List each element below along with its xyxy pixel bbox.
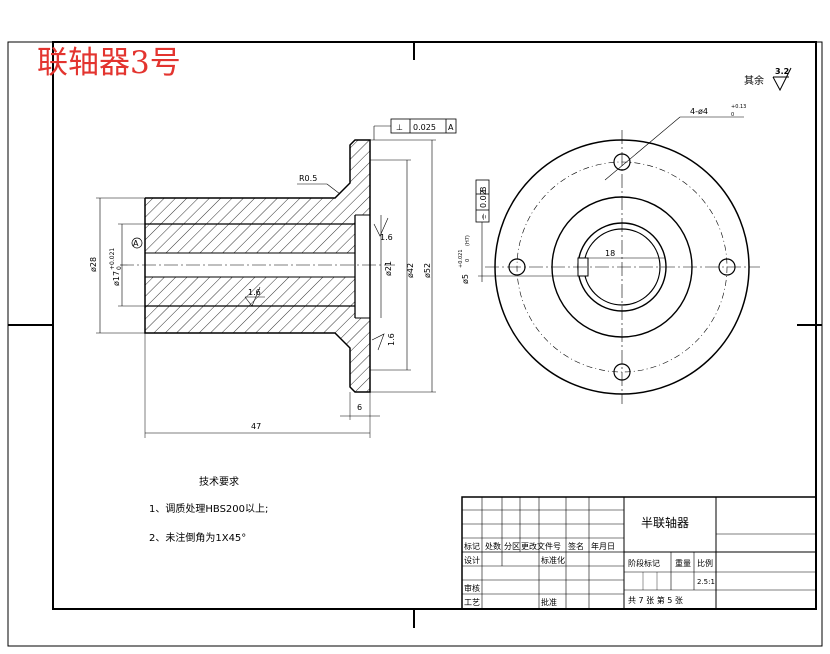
- dim-flange-width: 6: [357, 403, 362, 412]
- title-block-text: 半联轴器 标记 处数 分区 更改文件号 签名 年月日 设计 标准化 审核 工艺 …: [464, 515, 715, 607]
- svg-text:阶段标记: 阶段标记: [628, 558, 660, 568]
- datum-a-label: A: [133, 239, 139, 248]
- holes-label: 4-ø4: [690, 107, 708, 116]
- roughness-1: 1.6: [380, 233, 393, 242]
- svg-text:批准: 批准: [541, 597, 557, 607]
- svg-text:重量: 重量: [675, 558, 691, 568]
- symmetry-frame: B 0.02 ⌯: [475, 179, 490, 258]
- holes-tol-low: 0: [731, 112, 734, 118]
- dim-center: ø21: [384, 261, 393, 276]
- surface-note: 其余 3.2: [744, 67, 792, 92]
- svg-text:设计: 设计: [464, 555, 480, 565]
- svg-text:2.5:1: 2.5:1: [697, 578, 715, 586]
- dim-total-length: 47: [251, 422, 261, 431]
- dim-outer-left: ø28: [89, 257, 98, 272]
- hole-fit: ø5: [461, 274, 470, 284]
- dim-bore: ø17: [112, 271, 121, 286]
- svg-text:比例: 比例: [697, 558, 713, 568]
- svg-text:标准化: 标准化: [541, 555, 565, 565]
- dim-bore-tol-low: 0: [116, 266, 123, 270]
- tech-requirements: 技术要求 1、调质处理HBS200以上; 2、未注倒角为1X45°: [149, 475, 268, 544]
- svg-text:0.02: 0.02: [479, 190, 488, 208]
- roughness-2: 1.6: [248, 288, 261, 297]
- holes-tol-up: +0.13: [731, 104, 746, 110]
- part-name: 半联轴器: [641, 515, 689, 530]
- perpendicularity-frame: ⊥ 0.025 A: [373, 118, 457, 140]
- svg-text:⌯: ⌯: [479, 213, 488, 220]
- svg-text:标记: 标记: [464, 541, 480, 551]
- svg-text:审核: 审核: [464, 583, 480, 593]
- tech-item-2: 2、未注倒角为1X45°: [149, 531, 246, 544]
- svg-text:工艺: 工艺: [464, 598, 480, 607]
- fit-code: (H7): [465, 235, 471, 246]
- svg-text:0.025: 0.025: [413, 123, 436, 132]
- svg-text:分区: 分区: [504, 542, 520, 551]
- front-view: 4-ø4 +0.13 0 18 B 0.02 ⌯ ø5 +0.021 0 (H7…: [458, 104, 760, 404]
- svg-text:年月日: 年月日: [591, 541, 615, 551]
- keyway-width: 18: [605, 249, 615, 258]
- dim-boss: ø42: [406, 263, 415, 278]
- surface-note-prefix: 其余: [744, 74, 764, 87]
- svg-text:处数: 处数: [485, 541, 501, 551]
- svg-text:B: B: [479, 187, 488, 193]
- fillet-label: R0.5: [299, 174, 317, 183]
- dim-bore-tol: +0.021: [109, 248, 116, 270]
- svg-text:签名: 签名: [568, 541, 584, 551]
- title-stamp: 联轴器3号: [37, 45, 181, 81]
- surface-note-value: 3.2: [775, 67, 789, 76]
- roughness-3: 1.6: [387, 333, 396, 346]
- svg-text:更改文件号: 更改文件号: [521, 541, 561, 551]
- svg-text:共 7 张 第 5 张: 共 7 张 第 5 张: [628, 595, 683, 605]
- svg-text:⊥: ⊥: [396, 123, 403, 132]
- tech-item-1: 1、调质处理HBS200以上;: [149, 503, 268, 515]
- dim-flange: ø52: [423, 263, 432, 278]
- hole-fit-low: 0: [465, 259, 471, 262]
- hole-fit-tol: +0.021: [458, 249, 464, 268]
- svg-text:A: A: [448, 123, 454, 132]
- section-view: R0.5 ⊥ 0.025 A A ø28 ø17 +0.021 0: [89, 118, 457, 438]
- tech-heading: 技术要求: [199, 475, 239, 488]
- title-block: [461, 496, 817, 610]
